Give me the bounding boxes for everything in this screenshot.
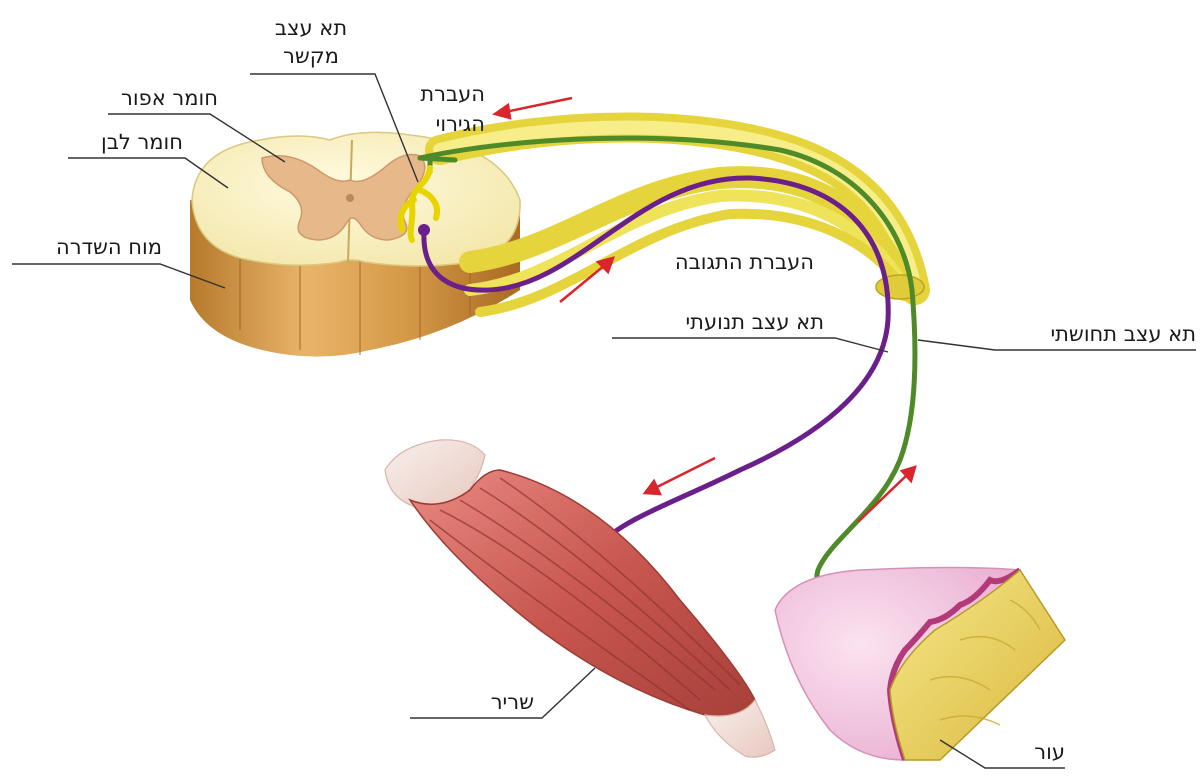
label-stimulus-line1: העברת <box>385 82 485 106</box>
label-interneuron-line1: תא עצב <box>250 16 372 40</box>
skin <box>775 568 1065 761</box>
label-sensory-neuron: תא עצב תחושתי <box>990 322 1196 346</box>
stimulus-arrow <box>495 98 572 118</box>
label-stimulus-line2: הגירוי <box>385 112 485 136</box>
motor-neuron-soma <box>418 224 430 236</box>
label-muscle: שריר <box>420 690 534 714</box>
spinal-cord <box>190 132 520 356</box>
label-gray-matter: חומר אפור <box>108 86 218 110</box>
label-spinal-cord: מוח השדרה <box>12 235 162 259</box>
label-skin: עור <box>985 740 1065 764</box>
label-interneuron-line2: מקשר <box>250 44 372 68</box>
central-canal <box>346 194 354 202</box>
leader-motor-neuron <box>612 338 888 352</box>
sensory-arrow <box>858 467 915 522</box>
label-response: העברת התגובה <box>622 250 814 274</box>
label-white-matter: חומר לבן <box>68 130 183 154</box>
label-motor-neuron: תא עצב תנועתי <box>612 310 824 334</box>
